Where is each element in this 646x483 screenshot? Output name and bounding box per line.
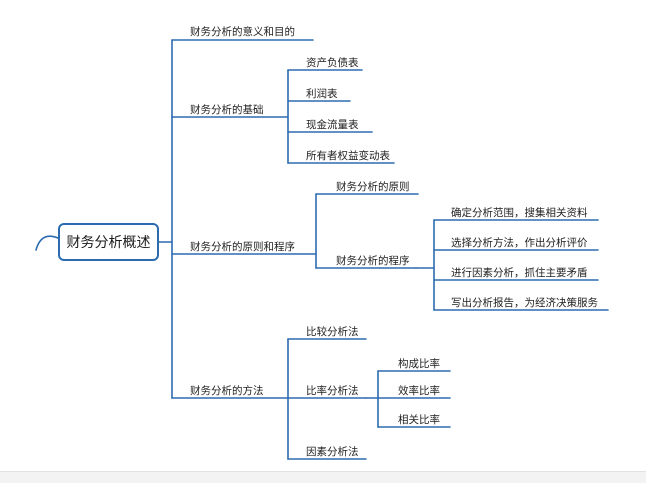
statement-income: 利润表 (306, 88, 338, 100)
procedure-step-4: 写出分析报告，为经济决策服务 (451, 297, 598, 309)
method-ratio: 比率分析法 (306, 385, 359, 397)
method-comparison: 比较分析法 (306, 326, 359, 338)
statement-cash-flow: 现金流量表 (306, 119, 359, 131)
principles-procedure: 财务分析的程序 (336, 255, 410, 267)
statement-balance-sheet: 资产负债表 (306, 57, 359, 69)
branch-principles: 财务分析的原则和程序 (190, 241, 295, 253)
procedure-step-2: 选择分析方法，作出分析评价 (451, 237, 588, 249)
procedure-step-3: 进行因素分析，抓住主要矛盾 (451, 267, 588, 279)
branch-significance: 财务分析的意义和目的 (190, 26, 295, 38)
procedure-step-1: 确定分析范围，搜集相关资料 (451, 207, 588, 219)
statement-equity-changes: 所有者权益变动表 (306, 150, 390, 162)
ratio-composition: 构成比率 (398, 358, 440, 370)
root-label: 财务分析概述 (66, 235, 151, 251)
branch-basis: 财务分析的基础 (190, 104, 264, 116)
root-node[interactable]: 财务分析概述 (58, 223, 159, 261)
method-factor: 因素分析法 (306, 446, 359, 458)
bottom-strip (0, 471, 646, 483)
branch-methods: 财务分析的方法 (190, 385, 264, 397)
root-incoming-curve (35, 235, 59, 251)
ratio-related: 相关比率 (398, 414, 440, 426)
ratio-efficiency: 效率比率 (398, 385, 440, 397)
principles-rule: 财务分析的原则 (336, 181, 410, 193)
